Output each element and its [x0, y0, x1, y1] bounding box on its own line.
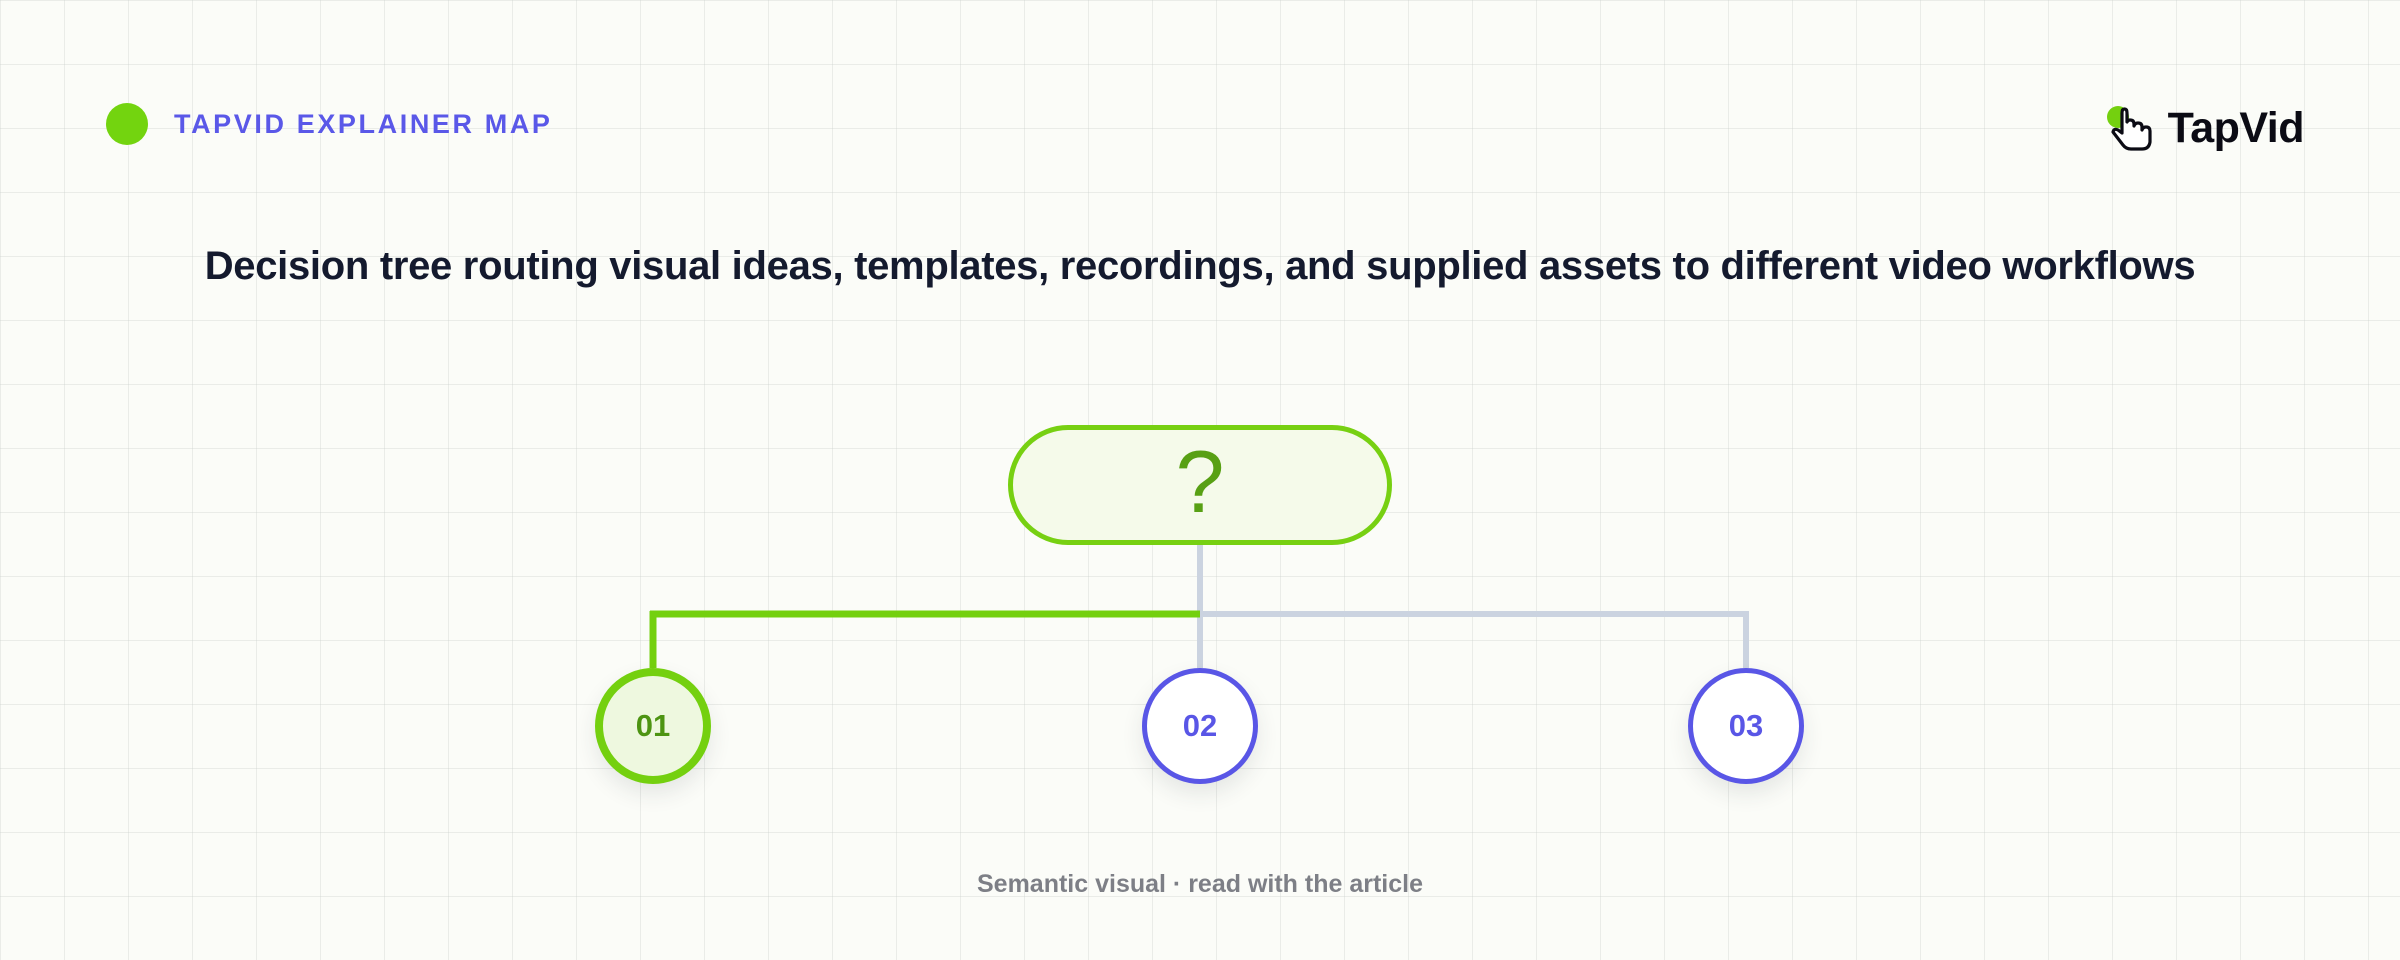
decision-node: ? — [1008, 425, 1392, 545]
leaf-node-01: 01 — [595, 668, 711, 784]
eyebrow-label: TAPVID EXPLAINER MAP — [174, 108, 553, 139]
brand-name: TapVid — [2167, 103, 2305, 152]
eyebrow: TAPVID EXPLAINER MAP — [106, 102, 553, 146]
footer-caption: Semantic visual · read with the article — [977, 870, 1423, 898]
decision-question-mark: ? — [1175, 432, 1225, 531]
leaf-node-03: 03 — [1688, 668, 1804, 784]
pointer-hand-icon — [2104, 99, 2162, 157]
brand-logo: TapVid — [2104, 96, 2305, 160]
leaf-node-02: 02 — [1142, 668, 1258, 784]
page-title: Decision tree routing visual ideas, temp… — [204, 244, 2196, 288]
eyebrow-dot-icon — [106, 103, 148, 145]
